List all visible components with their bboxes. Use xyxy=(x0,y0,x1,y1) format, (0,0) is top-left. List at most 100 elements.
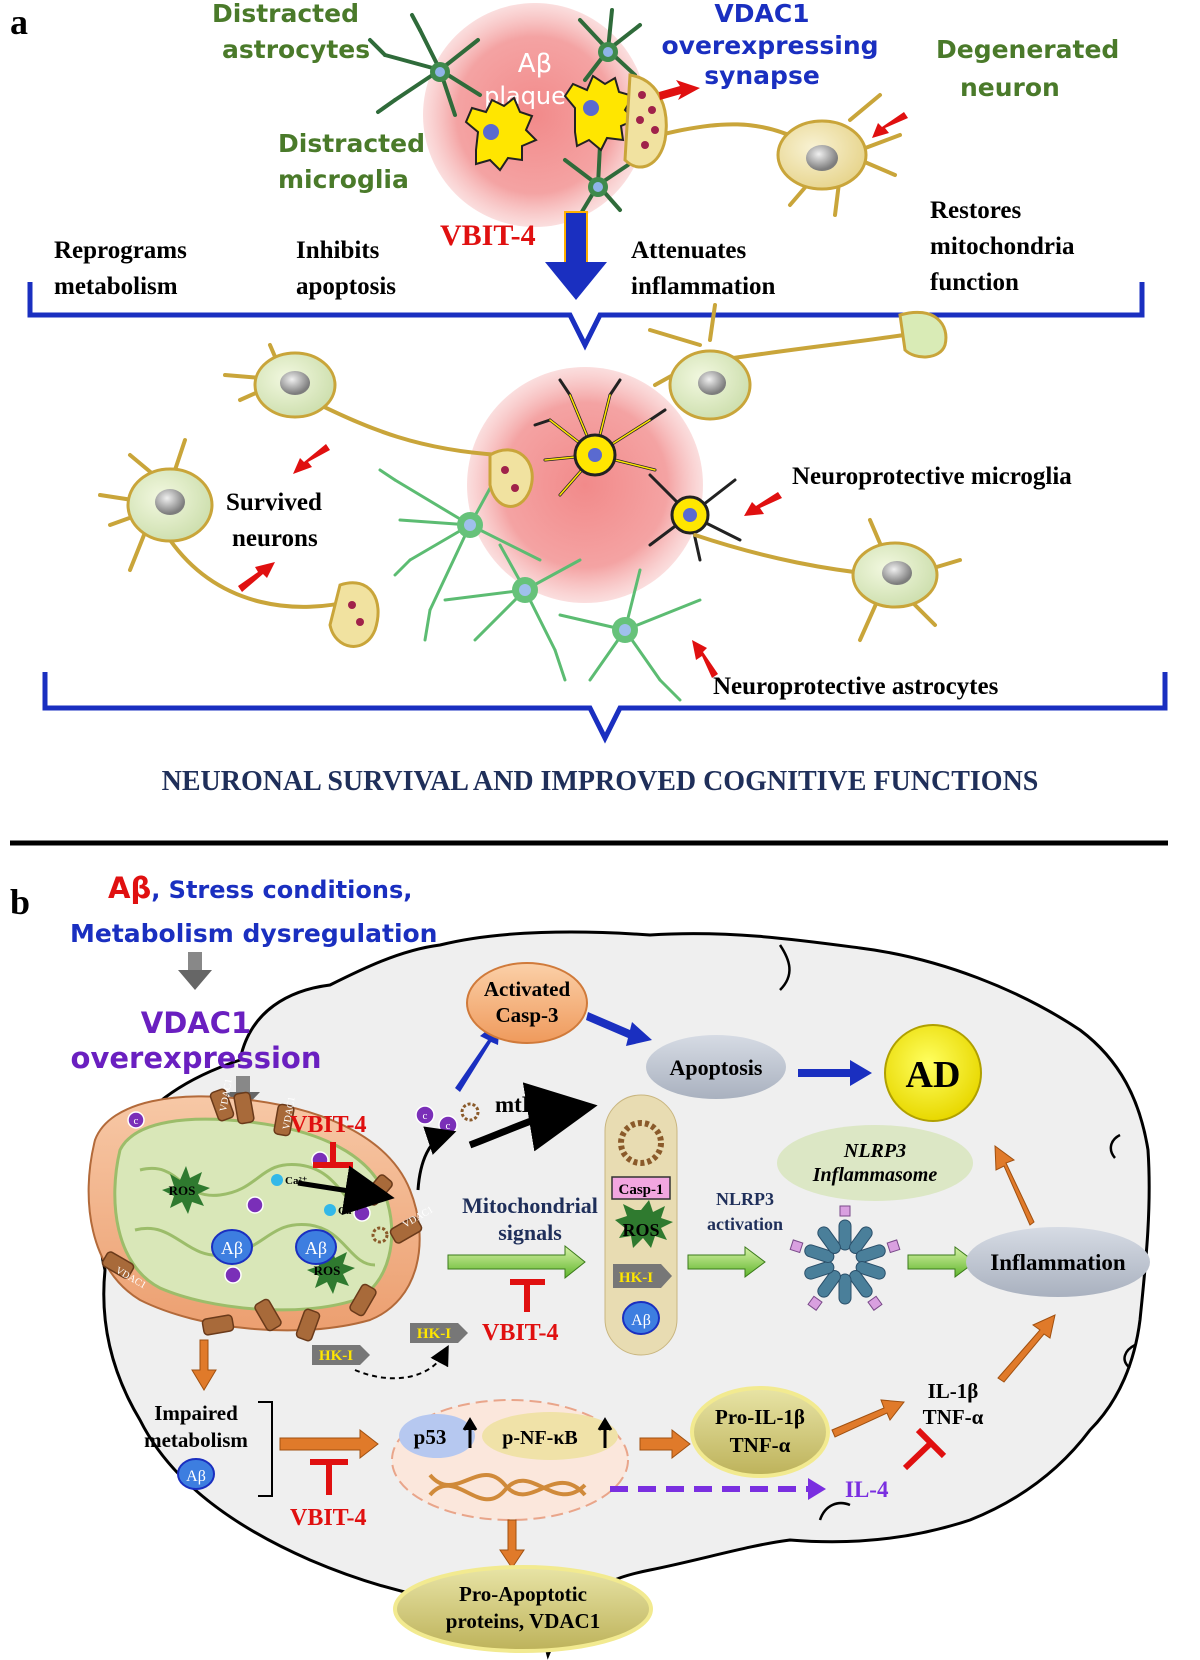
arrow-nucleus-to-proapoptotic xyxy=(499,1519,525,1569)
pnfkb-label: p-NF-κB xyxy=(502,1427,578,1449)
cytc-label-2: c xyxy=(423,1110,428,1122)
ab-plaque-top xyxy=(423,3,647,227)
cytc-label-3: c xyxy=(446,1120,451,1132)
mito-signals-label-1: Mitochondrial xyxy=(462,1193,598,1218)
effect-2-line-1: Inhibits xyxy=(296,237,380,264)
survived-neuron-nucleus-1 xyxy=(155,489,185,515)
ab-plaque-label-1: Aβ xyxy=(518,49,552,79)
trigger-metabolism: Metabolism dysregulation xyxy=(70,919,437,948)
impaired-ab-label: Aβ xyxy=(186,1468,206,1485)
cytc-label-1: c xyxy=(134,1115,139,1127)
distracted-microglia-left xyxy=(464,96,538,172)
red-pointer-arrows-bottom xyxy=(238,444,782,678)
outcome-label: NEURONAL SURVIVAL AND IMPROVED COGNITIVE… xyxy=(162,766,1039,797)
pro-il-label-2: TNF-α xyxy=(730,1433,791,1457)
bracket-top xyxy=(27,282,1145,351)
il-label-1: IL-1β xyxy=(928,1379,979,1403)
trigger-stress: , Stress conditions, xyxy=(151,876,412,904)
capsule-mtdna-ring xyxy=(618,1120,664,1166)
vdac1-synapse-label-3: synapse xyxy=(704,61,820,90)
distracted-microglia-label-2: microglia xyxy=(278,165,409,194)
pnfkb-up-arrow xyxy=(597,1417,613,1448)
survived-neurons-label-1: Survived xyxy=(226,489,322,516)
capsule-hk1 xyxy=(613,1264,672,1288)
impaired-ab xyxy=(177,1458,215,1490)
ca-efflux-arrow xyxy=(297,1165,395,1216)
capsule-ab xyxy=(622,1301,660,1335)
casp1-box xyxy=(611,1176,671,1200)
il4-label: IL-4 xyxy=(845,1477,889,1502)
arrow-to-casp3 xyxy=(455,1020,500,1092)
distracted-astrocyte-bottom xyxy=(563,143,630,217)
p53-label: p53 xyxy=(414,1425,447,1449)
inflammasome-ring xyxy=(789,1205,901,1311)
vdac1-synapse-label-2: overexpressing xyxy=(661,31,878,60)
p53-blob xyxy=(399,1414,475,1458)
arrow-proil-to-il xyxy=(831,1399,905,1438)
capsule-ab-label: Aβ xyxy=(631,1312,651,1329)
mtdna-rings xyxy=(371,1102,480,1244)
vdac1-synapse-dots xyxy=(636,91,659,149)
ros-label-mito-2: ROS xyxy=(314,1263,341,1278)
distracted-microglia-right xyxy=(563,74,637,152)
degenerated-neuron-label-2: neuron xyxy=(960,73,1060,102)
pro-apoptotic-label-2: proteins, VDAC1 xyxy=(446,1609,600,1633)
effect-4-line-2: mitochondria xyxy=(930,233,1075,260)
right-neuron-nucleus-2 xyxy=(882,561,912,585)
distracted-astrocytes-label-1: Distracted xyxy=(212,0,359,28)
ros-star-mito-1 xyxy=(162,1166,210,1214)
vbit4-label-b3: VBIT-4 xyxy=(290,1505,366,1531)
pnfkb-blob xyxy=(482,1412,618,1460)
vbit4-inhibition-b1 xyxy=(313,1142,353,1168)
vdac1-overexpression-2: overexpression xyxy=(71,1041,322,1075)
neuroprotective-astrocytes-label: Neuroprotective astrocytes xyxy=(713,673,999,700)
effect-4-line-1: Restores xyxy=(930,197,1021,224)
panel-b-label: b xyxy=(10,882,30,922)
effect-3-line-1: Attenuates xyxy=(631,237,747,264)
effect-2-line-2: apoptosis xyxy=(296,273,396,300)
survived-synapse-dots xyxy=(348,466,519,626)
hk1-free-label: HK-I xyxy=(417,1326,451,1342)
effect-1-line-1: Reprograms xyxy=(54,237,187,264)
ab-plaque-bottom xyxy=(467,367,703,603)
survived-neuron-nucleus-2 xyxy=(280,371,310,395)
p53-up-arrow xyxy=(462,1417,478,1448)
arrow-apoptosis-to-ad xyxy=(798,1060,872,1086)
cytc-release-arrow xyxy=(416,1126,457,1191)
apoptosis xyxy=(646,1035,786,1099)
arrow-il-to-inflammation xyxy=(997,1314,1056,1383)
neuroprotective-microglia-label: Neuroprotective microglia xyxy=(792,463,1072,490)
distracted-astrocyte-top xyxy=(578,8,642,82)
il4-arrow-head xyxy=(808,1478,826,1500)
vbit4-inhibition-b2 xyxy=(510,1279,545,1312)
trigger-arrow xyxy=(178,952,212,990)
ad-circle xyxy=(884,1024,982,1122)
right-neuron-nucleus-1 xyxy=(698,371,726,395)
casp1-label: Casp-1 xyxy=(618,1182,663,1198)
ca-label-2: Ca²⁺ xyxy=(338,1205,361,1217)
hk1-free xyxy=(410,1323,468,1343)
nlrp3-activation-label-1: NLRP3 xyxy=(716,1189,774,1209)
ca-dot-1 xyxy=(271,1174,283,1186)
nlrp3-inflammasome-label-2: Inflammasome xyxy=(812,1164,938,1186)
red-pointer-arrows-top xyxy=(659,80,908,138)
vbit4-label-b1: VBIT-4 xyxy=(290,1112,366,1138)
arrow-inflammation-to-ad xyxy=(994,1144,1035,1226)
distracted-astrocyte-left xyxy=(368,13,482,117)
panel-a-label: a xyxy=(10,2,28,42)
arrow-to-inflammation xyxy=(907,1246,976,1278)
trigger-ab: Aβ xyxy=(108,871,151,905)
il-label-2: TNF-α xyxy=(923,1405,984,1429)
nlrp3-inflammasome-label-1: NLRP3 xyxy=(843,1140,906,1162)
degenerated-neuron-label-1: Degenerated xyxy=(936,35,1119,64)
capsule-ros-label: ROS xyxy=(622,1220,659,1240)
neuroprotective-microglia xyxy=(533,378,742,562)
hk1-mito-label: HK-I xyxy=(319,1348,353,1364)
ab-mito-2-label: Aβ xyxy=(305,1238,327,1258)
vbit4-label-b2: VBIT-4 xyxy=(482,1320,558,1346)
impaired-metabolism-label-2: metabolism xyxy=(144,1428,248,1452)
activated-casp3-label-2: Casp-3 xyxy=(495,1003,558,1027)
arrow-impaired-to-nucleus xyxy=(279,1428,379,1460)
activated-casp3-label-1: Activated xyxy=(484,977,571,1001)
